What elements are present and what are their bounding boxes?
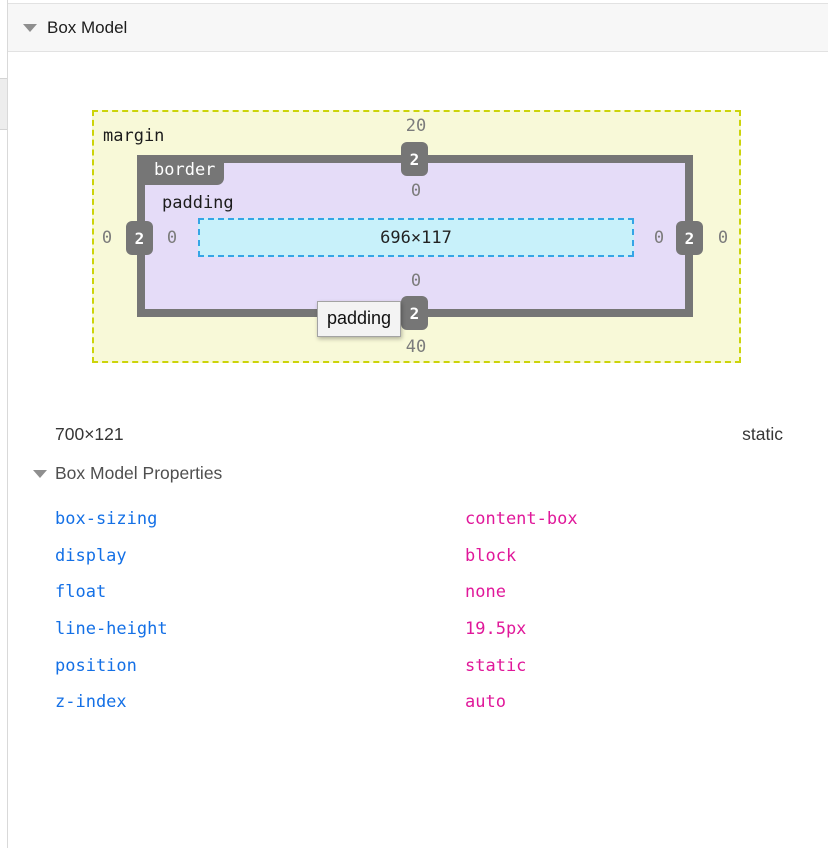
properties-section-title: Box Model Properties (55, 463, 223, 483)
margin-label: margin (103, 126, 165, 146)
padding-top-value[interactable]: 0 (410, 181, 422, 201)
property-name: z-index (55, 692, 127, 713)
element-position: static (742, 424, 783, 444)
border-top-value[interactable]: 2 (401, 142, 428, 176)
padding-right-value[interactable]: 0 (653, 228, 665, 248)
property-name: float (55, 582, 107, 603)
property-row: box-sizing content-box (55, 501, 578, 538)
property-row: float none (55, 574, 578, 611)
property-name: box-sizing (55, 509, 158, 530)
margin-right-value[interactable]: 0 (717, 228, 729, 248)
property-name: display (55, 545, 127, 566)
properties-list: box-sizing content-box display block flo… (55, 501, 578, 721)
box-model-properties-header[interactable]: Box Model Properties (33, 463, 222, 484)
margin-bottom-value[interactable]: 40 (405, 337, 427, 357)
padding-tooltip: padding (317, 301, 402, 337)
property-value: auto (465, 692, 506, 713)
property-name: line-height (55, 619, 168, 640)
property-row: line-height 19.5px (55, 611, 578, 648)
border-left-value[interactable]: 2 (126, 221, 153, 255)
property-row: display block (55, 538, 578, 575)
element-dimensions: 700×121 (55, 424, 124, 444)
content-region[interactable]: 696×117 (198, 218, 634, 257)
disclosure-triangle-icon (33, 469, 47, 478)
left-panel-fragment (0, 78, 7, 130)
property-value: none (465, 582, 506, 603)
border-right-value[interactable]: 2 (676, 221, 703, 255)
border-label: border (145, 158, 225, 185)
property-row: position static (55, 647, 578, 684)
disclosure-triangle-icon (23, 23, 37, 32)
property-value: 19.5px (465, 619, 527, 640)
padding-label: padding (162, 193, 234, 213)
margin-top-value[interactable]: 20 (405, 116, 427, 136)
padding-bottom-value[interactable]: 0 (410, 271, 422, 291)
left-panel-divider (0, 0, 8, 848)
property-value: block (465, 545, 517, 566)
property-value: content-box (465, 509, 578, 530)
margin-left-value[interactable]: 0 (101, 228, 113, 248)
border-bottom-value[interactable]: 2 (401, 296, 428, 330)
box-model-section-header[interactable]: Box Model (8, 3, 828, 52)
padding-left-value[interactable]: 0 (166, 228, 178, 248)
property-row: z-index auto (55, 684, 578, 721)
section-title: Box Model (47, 17, 128, 37)
property-name: position (55, 655, 137, 676)
property-value: static (465, 655, 527, 676)
